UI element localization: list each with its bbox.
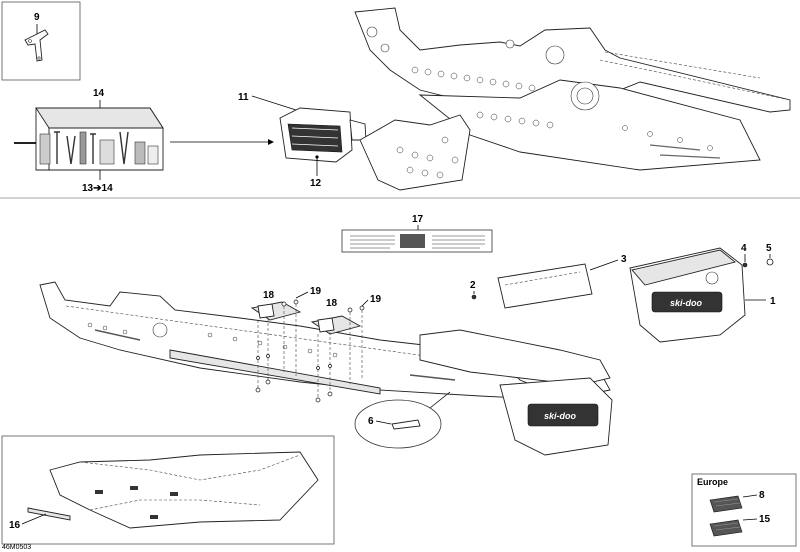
decal-ski-doo-lower: ski-doo: [544, 411, 577, 421]
bracket-part-9: [24, 29, 49, 62]
snowflap-1: ski-doo: [629, 247, 746, 343]
bracket-18-left: [250, 301, 302, 321]
callout-4: 4: [741, 243, 747, 254]
callout-11: 11: [238, 92, 249, 103]
reflector-15: [709, 519, 743, 537]
upper-tunnel-frame: [354, 7, 791, 191]
decal-ski-doo-upper: ski-doo: [670, 298, 703, 308]
callout-13-14: 13➔14: [82, 183, 113, 194]
nut-5: [766, 258, 774, 266]
reflector-8: [709, 495, 743, 513]
rear-bumper-lower: ski-doo: [419, 329, 613, 456]
detail-6: 6: [354, 391, 451, 449]
europe-inset: Europe 8 15: [691, 473, 797, 547]
decal-17-group: 17: [341, 214, 493, 253]
callout-16: 16: [9, 520, 21, 531]
screw-4: [742, 262, 748, 268]
inset-box-9: 9: [1, 1, 81, 81]
callout-18-right: 18: [326, 298, 338, 309]
inset-box-16: 16: [1, 435, 335, 545]
fastener-dashes: [257, 304, 363, 398]
callout-18-left: 18: [263, 290, 275, 301]
callout-5: 5: [766, 243, 772, 254]
tool-bag-group: 11 12: [238, 92, 367, 189]
callout-19-right: 19: [370, 294, 382, 305]
guard-plate-3: [497, 263, 593, 309]
callout-14: 14: [93, 88, 105, 99]
europe-label: Europe: [697, 477, 728, 487]
callout-6: 6: [368, 416, 374, 427]
rivet-2: [471, 294, 477, 300]
callout-1: 1: [770, 296, 776, 307]
callout-12: 12: [310, 178, 322, 189]
callout-8: 8: [759, 490, 765, 501]
warning-decal-17: [341, 229, 493, 253]
callout-9: 9: [34, 12, 40, 23]
callout-2: 2: [470, 280, 476, 291]
diagram-code: 46M0503: [2, 544, 31, 551]
callout-3: 3: [621, 254, 627, 265]
strip-16: [27, 507, 71, 521]
tool-bag-11: [279, 107, 367, 163]
callout-17: 17: [412, 214, 424, 225]
callout-19-left: 19: [310, 286, 322, 297]
callout-15: 15: [759, 514, 771, 525]
fastener-heads: [255, 299, 365, 403]
toolkit-box: [35, 107, 164, 171]
toolkit-group: 14 13➔14: [14, 88, 274, 194]
bracket-18-right: [310, 315, 362, 335]
